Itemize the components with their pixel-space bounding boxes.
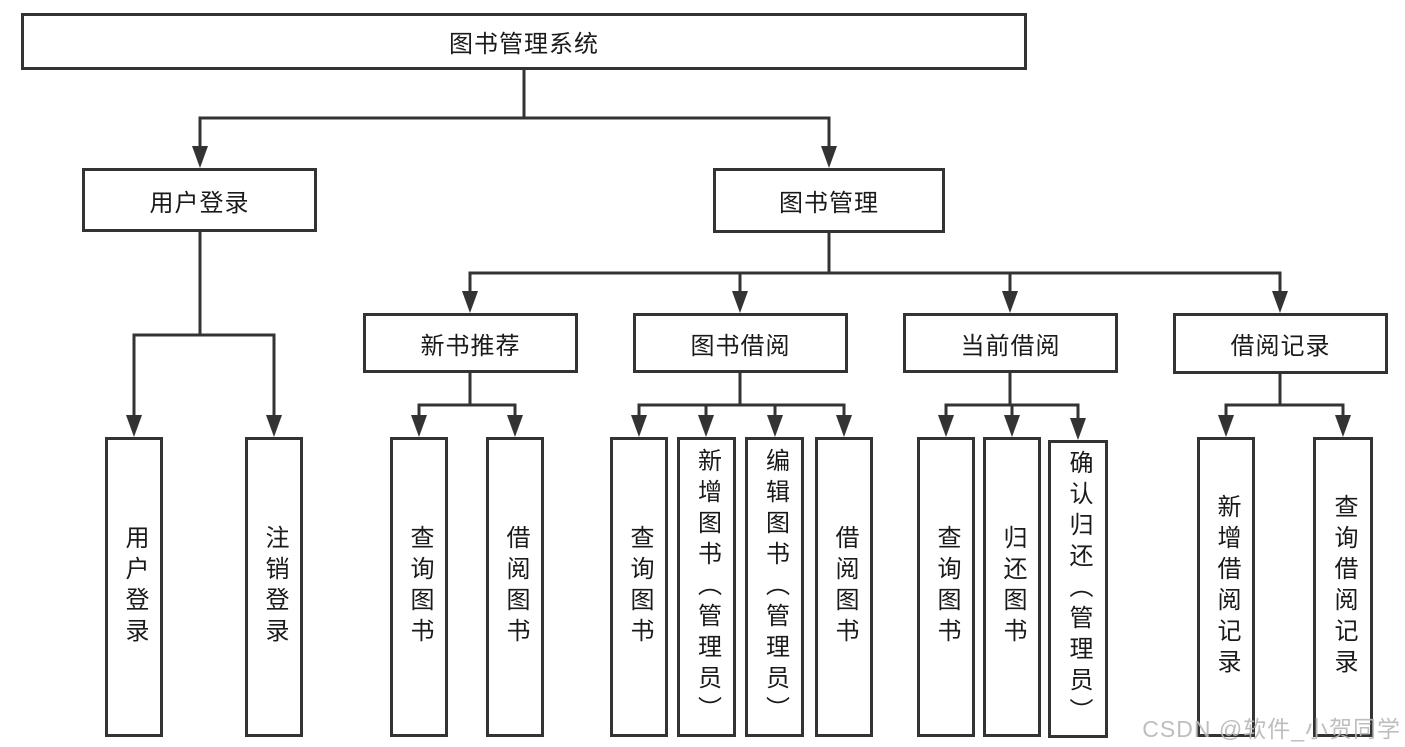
node-borrow-records-label: 借阅记录 (1230, 333, 1331, 360)
node-new-book-recommend-label: 新书推荐 (420, 332, 521, 360)
node-current-borrow: 当前借阅 (903, 313, 1118, 373)
node-current-borrow-label: 当前借阅 (960, 332, 1061, 360)
leaf-logout: 注销登录 (245, 437, 303, 737)
leaf-borrow-books-recommend-label: 借阅图书 (502, 525, 529, 649)
leaf-query-books-recommend-label: 查询图书 (406, 525, 433, 649)
leaf-return-books: 归还图书 (983, 437, 1041, 737)
node-book-borrow: 图书借阅 (633, 313, 848, 373)
node-book-management: 图书管理 (713, 168, 945, 233)
leaf-edit-books-admin: 编辑图书（管理员） (745, 437, 804, 737)
csdn-watermark: CSDN @软件_小贺同学 (1142, 716, 1401, 742)
leaf-query-books-current: 查询图书 (917, 437, 975, 737)
leaf-query-books-borrow-label: 查询图书 (626, 525, 653, 649)
leaf-query-books-current-label: 查询图书 (933, 525, 960, 649)
node-new-book-recommend: 新书推荐 (363, 313, 578, 373)
node-borrow-records: 借阅记录 (1173, 313, 1388, 374)
node-user-login: 用户登录 (82, 168, 317, 232)
leaf-confirm-return-admin: 确认归还（管理员） (1048, 440, 1108, 738)
leaf-borrow-books-label: 借阅图书 (831, 525, 858, 649)
leaf-query-books-recommend: 查询图书 (390, 437, 448, 737)
leaf-add-books-admin-label: 新增图书（管理员） (693, 447, 721, 727)
leaf-query-books-borrow: 查询图书 (610, 437, 668, 737)
leaf-logout-label: 注销登录 (261, 525, 288, 649)
leaf-return-books-label: 归还图书 (999, 525, 1026, 649)
leaf-confirm-return-admin-label: 确认归还（管理员） (1065, 449, 1092, 729)
node-book-management-label: 图书管理 (779, 190, 879, 217)
node-root-label: 图书管理系统 (449, 31, 599, 58)
leaf-borrow-books-recommend: 借阅图书 (486, 437, 544, 737)
node-book-borrow-label: 图书借阅 (690, 332, 791, 360)
leaf-query-borrow-record-label: 查询借阅记录 (1330, 494, 1357, 680)
leaf-user-login-label: 用户登录 (121, 525, 148, 649)
node-user-login-label: 用户登录 (149, 189, 250, 217)
leaf-user-login: 用户登录 (105, 437, 163, 737)
leaf-add-borrow-record: 新增借阅记录 (1197, 437, 1255, 737)
node-root-system: 图书管理系统 (21, 13, 1027, 70)
leaf-borrow-books: 借阅图书 (815, 437, 873, 737)
leaf-edit-books-admin-label: 编辑图书（管理员） (761, 447, 789, 727)
leaf-add-borrow-record-label: 新增借阅记录 (1213, 494, 1240, 680)
leaf-query-borrow-record: 查询借阅记录 (1313, 437, 1373, 737)
leaf-add-books-admin: 新增图书（管理员） (677, 437, 736, 737)
